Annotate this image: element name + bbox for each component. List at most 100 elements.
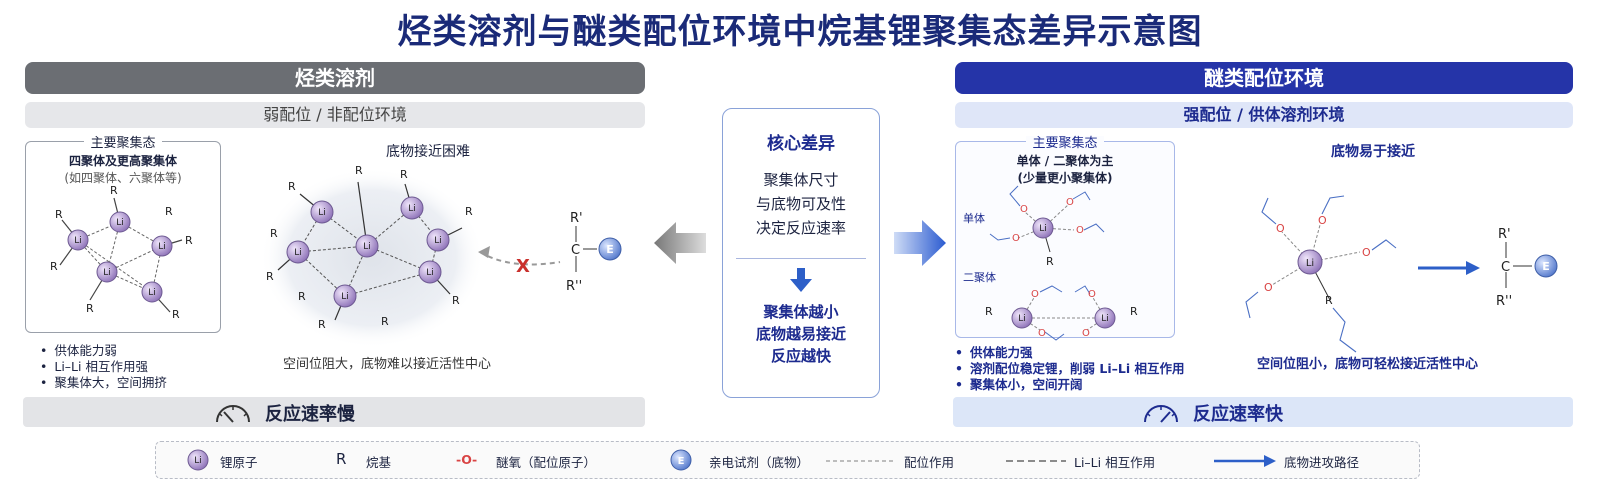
li-atom-label: Li bbox=[434, 236, 442, 246]
r-label: R bbox=[400, 168, 408, 181]
li-atom-label: Li bbox=[74, 236, 82, 246]
r-label: R bbox=[86, 302, 94, 315]
r-label: R bbox=[172, 308, 180, 321]
r-legend-label: 烷基 bbox=[366, 455, 392, 470]
rate-fast-bar: 反应速率快 bbox=[953, 397, 1573, 427]
o-legend-symbol: -O- bbox=[456, 452, 478, 467]
agg-legend-label: 主要聚集态 bbox=[1026, 136, 1104, 151]
core-line: 与底物可及性 bbox=[755, 195, 846, 213]
carbon-label: C bbox=[571, 243, 580, 258]
molecular-diagram: X Li Li Li Li Li R R R R R R R Li Li Li … bbox=[50, 164, 1558, 353]
oxygen-label: O bbox=[1264, 281, 1273, 294]
monomer-structure: Li O O O O R bbox=[989, 185, 1105, 268]
conclusion-line: 底物越易接近 bbox=[755, 325, 846, 343]
ether-aggregate-box: 主要聚集态 单体 / 二聚体为主 (少量更小聚集体) 单体 二聚体 bbox=[955, 136, 1175, 338]
r-label: R bbox=[1046, 255, 1054, 268]
li-atom-label: Li bbox=[1039, 224, 1047, 234]
li-atom-label: Li bbox=[426, 268, 434, 278]
li-atom-label: Li bbox=[103, 268, 111, 278]
li-atom-label: Li bbox=[1306, 258, 1314, 269]
r-label: R bbox=[266, 270, 274, 283]
r-label: R bbox=[1325, 294, 1333, 307]
solvated-li-structure: Li O O O O R bbox=[1245, 195, 1397, 353]
page-title: 烃类溶剂与醚类配位环境中烷基锂聚集态差异示意图 bbox=[397, 12, 1203, 52]
r-label: R bbox=[452, 294, 460, 307]
li-atom bbox=[141, 281, 163, 303]
coord-legend-line bbox=[826, 460, 896, 462]
r-label: R bbox=[465, 205, 473, 218]
steric-caption-left: 空间位阻大，底物难以接近活性中心 bbox=[283, 357, 492, 372]
electrophile-label: E bbox=[1542, 260, 1550, 273]
agg-title: 四聚体及更高聚集体 bbox=[68, 154, 177, 168]
left-arrow-icon bbox=[654, 222, 706, 264]
rate-slow-bar: 反应速率慢 bbox=[23, 397, 645, 427]
r-label: R bbox=[1130, 305, 1138, 318]
r-prime-label: R' bbox=[1498, 227, 1511, 242]
electrophile-label: E bbox=[606, 243, 614, 256]
legend-bar: Li 锂原子 R 烷基 -O- 醚氧（配位原子） E 亲电试剂（底物） 配位作用… bbox=[155, 441, 1420, 479]
down-arrow-icon bbox=[790, 268, 812, 292]
li-atom bbox=[426, 228, 450, 252]
lili-legend-label: Li–Li 相互作用 bbox=[1074, 455, 1156, 470]
coord-legend-label: 配位作用 bbox=[904, 455, 955, 470]
e-legend-symbol: E bbox=[678, 456, 685, 467]
e-legend-label: 亲电试剂（底物） bbox=[709, 455, 810, 470]
agg-subtitle: (少量更小聚集体) bbox=[1017, 171, 1113, 185]
li-atom bbox=[310, 200, 334, 224]
oxygen-label: O bbox=[1031, 289, 1039, 300]
li-atom bbox=[96, 261, 118, 283]
li-legend-icon: Li bbox=[187, 449, 209, 471]
li-legend-symbol: Li bbox=[194, 456, 202, 466]
li-atom bbox=[418, 260, 442, 284]
r-label: R bbox=[185, 234, 193, 247]
bullet-item: 聚集体大，空间拥挤 bbox=[40, 375, 167, 391]
r-legend-symbol: R bbox=[336, 450, 347, 468]
large-cluster-li-labels: Li Li Li Li Li Li Li bbox=[294, 204, 442, 302]
gauge-fast-icon bbox=[1144, 405, 1178, 423]
steric-caption-right: 空间位阻小，底物可轻松接近活性中心 bbox=[1257, 357, 1479, 372]
electrophile-right: E C R' R'' bbox=[1496, 227, 1558, 309]
bullet-item: 供体能力强 bbox=[955, 345, 1184, 361]
r-prime-label: R' bbox=[570, 211, 583, 226]
r-label: R bbox=[165, 205, 173, 218]
oxygen-label: O bbox=[1276, 222, 1285, 235]
o-legend-label: 醚氧（配位原子） bbox=[496, 455, 597, 470]
oxygen-label: O bbox=[1362, 246, 1371, 259]
bullet-item: Li–Li 相互作用强 bbox=[40, 359, 167, 375]
li-legend-label: 锂原子 bbox=[220, 455, 258, 470]
li-atom bbox=[1032, 217, 1054, 239]
r-double-prime-label: R'' bbox=[566, 279, 582, 294]
substrate-hard-label: 底物接近困难 bbox=[386, 144, 470, 160]
oxygen-label: O bbox=[1318, 214, 1327, 227]
r-label: R bbox=[298, 290, 306, 303]
substrate-easy-label: 底物易于接近 bbox=[1331, 144, 1415, 160]
r-label: R bbox=[288, 180, 296, 193]
li-atom-label: Li bbox=[294, 248, 302, 258]
li-atom-label: Li bbox=[408, 204, 416, 214]
bullet-item: 供体能力弱 bbox=[40, 343, 167, 359]
large-cluster-r-labels: R R R R R R R R R R bbox=[266, 164, 473, 331]
li-atom-label: Li bbox=[363, 242, 371, 252]
r-label: R bbox=[318, 318, 326, 331]
core-difference-title: 核心差异 bbox=[767, 134, 835, 154]
li-atom bbox=[400, 196, 424, 220]
li-atom-label: Li bbox=[318, 208, 326, 218]
agg-subtitle: (如四聚体、六聚体等) bbox=[64, 171, 182, 185]
bullet-item: 溶剂配位稳定锂，削弱 Li–Li 相互作用 bbox=[955, 361, 1184, 377]
rate-fast-label: 反应速率快 bbox=[1193, 404, 1283, 425]
li-atom-label: Li bbox=[1101, 314, 1109, 324]
dimer-structure: Li Li R R O O O O bbox=[985, 285, 1138, 341]
blocked-x-icon: X bbox=[516, 256, 530, 277]
rate-slow-label: 反应速率慢 bbox=[265, 404, 355, 425]
large-cluster-li-atoms bbox=[286, 196, 450, 308]
small-cluster-li-labels: Li Li Li Li Li bbox=[74, 218, 166, 298]
oxygen-label: O bbox=[1076, 225, 1084, 236]
blocked-path bbox=[479, 251, 561, 266]
li-atom bbox=[67, 229, 89, 251]
core-line: 聚集体尺寸 bbox=[763, 171, 839, 189]
li-atom bbox=[355, 234, 379, 258]
oxygen-label: O bbox=[1012, 233, 1020, 244]
li-atom bbox=[1094, 307, 1116, 329]
oxygen-label: O bbox=[1066, 197, 1074, 208]
path-legend-label: 底物进攻路径 bbox=[1284, 455, 1360, 470]
